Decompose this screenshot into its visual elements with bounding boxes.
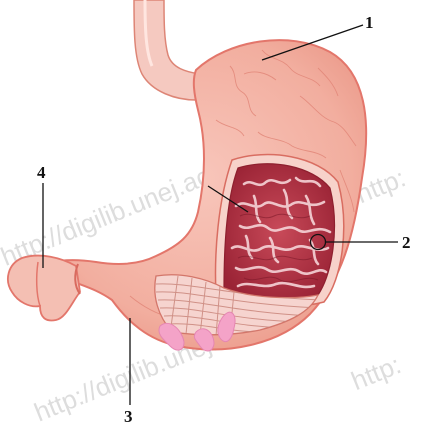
watermark-text: http: <box>347 349 405 396</box>
callout-number-1: 1 <box>365 13 374 32</box>
callout-number-2: 2 <box>402 233 411 252</box>
callout-number-4: 4 <box>37 163 46 182</box>
duodenum <box>8 256 80 321</box>
callout-number-3: 3 <box>124 407 133 426</box>
